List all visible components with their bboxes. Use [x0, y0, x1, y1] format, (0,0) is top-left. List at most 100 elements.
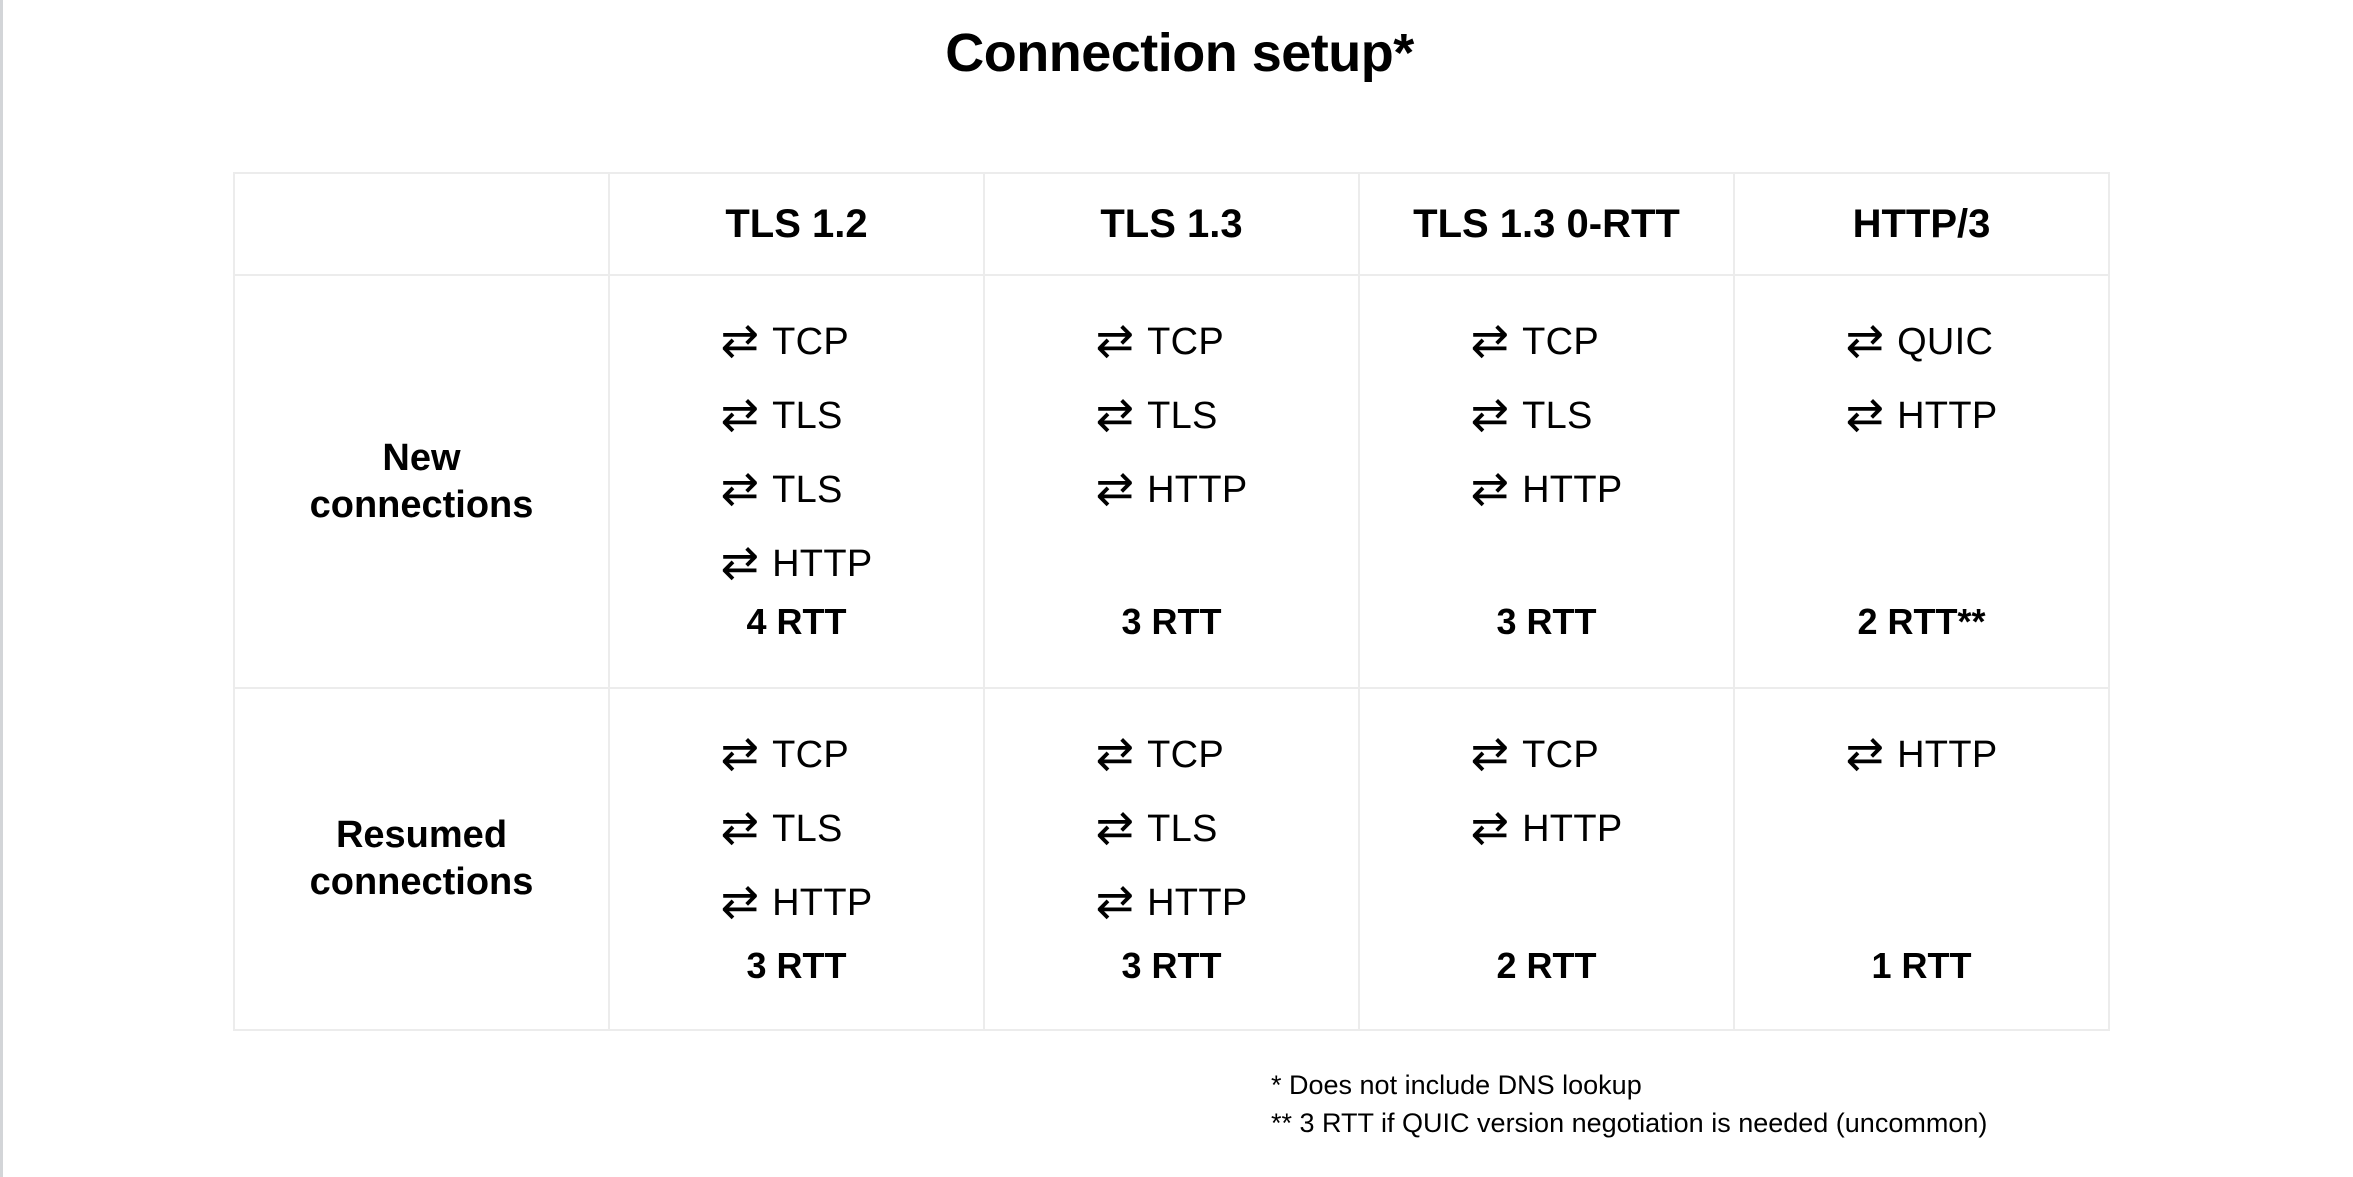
- step-item: ⇄ HTTP: [1096, 454, 1248, 526]
- step-protocol-label: HTTP: [1147, 882, 1248, 924]
- step-item: ⇄ TCP: [721, 306, 849, 378]
- step-list: ⇄ HTTP: [1846, 719, 1998, 791]
- exchange-arrow-icon: ⇄: [1845, 726, 1885, 780]
- step-item: ⇄ TLS: [1471, 380, 1593, 452]
- exchange-arrow-icon: ⇄: [720, 726, 760, 780]
- step-protocol-label: HTTP: [772, 882, 873, 924]
- step-protocol-label: TLS: [772, 395, 843, 437]
- exchange-arrow-icon: ⇄: [1095, 726, 1135, 780]
- cell-resumed-http3: ⇄ HTTP 1 RTT: [1733, 687, 2110, 1031]
- table-corner-cell: [233, 172, 610, 276]
- step-list: ⇄ TCP ⇄ HTTP: [1471, 719, 1623, 865]
- step-protocol-label: HTTP: [1522, 469, 1623, 511]
- step-protocol-label: TCP: [1147, 321, 1224, 363]
- step-item: ⇄ TLS: [721, 454, 843, 526]
- step-item: ⇄ HTTP: [721, 867, 873, 939]
- step-protocol-label: TLS: [1147, 395, 1218, 437]
- row-label-text: Resumed connections: [309, 814, 534, 903]
- rtt-total-label: 1 RTT: [1871, 945, 1972, 986]
- step-list: ⇄ TCP ⇄ TLS ⇄ HTTP: [1096, 719, 1248, 939]
- rtt-total-label: 3 RTT: [1496, 601, 1597, 642]
- column-header-http3: HTTP/3: [1733, 172, 2110, 276]
- exchange-arrow-icon: ⇄: [720, 800, 760, 854]
- footnotes: * Does not include DNS lookup ** 3 RTT i…: [1271, 1066, 1987, 1143]
- exchange-arrow-icon: ⇄: [1095, 387, 1135, 441]
- cell-new-http3: ⇄ QUIC ⇄ HTTP 2 RTT**: [1733, 274, 2110, 689]
- cell-resumed-tls13-0rtt: ⇄ TCP ⇄ HTTP 2 RTT: [1358, 687, 1735, 1031]
- row-header-resumed-connections: Resumed connections: [233, 687, 610, 1031]
- step-protocol-label: TLS: [772, 469, 843, 511]
- column-header-tls12: TLS 1.2: [608, 172, 985, 276]
- step-protocol-label: HTTP: [1522, 808, 1623, 850]
- step-protocol-label: TLS: [1147, 808, 1218, 850]
- step-protocol-label: HTTP: [1147, 469, 1248, 511]
- step-item: ⇄ TLS: [1096, 793, 1218, 865]
- row-label-text: New connections: [309, 436, 534, 526]
- step-protocol-label: TCP: [772, 321, 849, 363]
- step-item: ⇄ TCP: [1096, 306, 1224, 378]
- cell-new-tls12: ⇄ TCP ⇄ TLS ⇄ TLS: [608, 274, 985, 689]
- step-list: ⇄ QUIC ⇄ HTTP: [1846, 306, 1998, 452]
- cell-resumed-tls12: ⇄ TCP ⇄ TLS ⇄ HTTP: [608, 687, 985, 1031]
- exchange-arrow-icon: ⇄: [1095, 313, 1135, 367]
- rtt-total-label: 3 RTT: [1121, 601, 1222, 642]
- table-row-resumed-connections: Resumed connections ⇄ TCP ⇄: [233, 687, 2110, 1031]
- cell-new-tls13: ⇄ TCP ⇄ TLS ⇄ HTTP: [983, 274, 1360, 689]
- step-protocol-label: TCP: [1522, 734, 1599, 776]
- step-item: ⇄ HTTP: [1096, 867, 1248, 939]
- step-item: ⇄ TLS: [1096, 380, 1218, 452]
- footnote-double-asterisk: ** 3 RTT if QUIC version negotiation is …: [1271, 1108, 1988, 1139]
- step-item: ⇄ TLS: [721, 380, 843, 452]
- connection-setup-table-container: TLS 1.2 TLS 1.3 TLS 1.3 0-RTT HTTP/3 New…: [233, 172, 2110, 1031]
- rtt-total-label: 3 RTT: [1121, 945, 1222, 986]
- exchange-arrow-icon: ⇄: [720, 387, 760, 441]
- connection-setup-table: TLS 1.2 TLS 1.3 TLS 1.3 0-RTT HTTP/3 New…: [233, 172, 2110, 1031]
- rtt-total-label: 4 RTT: [746, 601, 847, 642]
- exchange-arrow-icon: ⇄: [1095, 800, 1135, 854]
- step-item: ⇄ HTTP: [721, 528, 873, 600]
- table-header-row: TLS 1.2 TLS 1.3 TLS 1.3 0-RTT HTTP/3: [233, 172, 2110, 276]
- column-header-tls13: TLS 1.3: [983, 172, 1360, 276]
- exchange-arrow-icon: ⇄: [720, 535, 760, 589]
- step-item: ⇄ HTTP: [1846, 380, 1998, 452]
- table-body: New connections ⇄ TCP ⇄ TL: [233, 274, 2110, 1031]
- step-protocol-label: TCP: [1522, 321, 1599, 363]
- exchange-arrow-icon: ⇄: [1095, 461, 1135, 515]
- step-item: ⇄ TCP: [1096, 719, 1224, 791]
- step-protocol-label: TLS: [772, 808, 843, 850]
- step-item: ⇄ TCP: [721, 719, 849, 791]
- step-protocol-label: TCP: [1147, 734, 1224, 776]
- step-protocol-label: TLS: [1522, 395, 1593, 437]
- exchange-arrow-icon: ⇄: [720, 461, 760, 515]
- step-item: ⇄ QUIC: [1846, 306, 1994, 378]
- exchange-arrow-icon: ⇄: [1845, 313, 1885, 367]
- exchange-arrow-icon: ⇄: [1845, 387, 1885, 441]
- exchange-arrow-icon: ⇄: [1470, 387, 1510, 441]
- table-header: TLS 1.2 TLS 1.3 TLS 1.3 0-RTT HTTP/3: [233, 172, 2110, 276]
- exchange-arrow-icon: ⇄: [1095, 874, 1135, 928]
- step-protocol-label: TCP: [772, 734, 849, 776]
- footnote-single-asterisk: * Does not include DNS lookup: [1271, 1070, 1642, 1100]
- rtt-total-label: 3 RTT: [746, 945, 847, 986]
- exchange-arrow-icon: ⇄: [1470, 461, 1510, 515]
- exchange-arrow-icon: ⇄: [1470, 313, 1510, 367]
- exchange-arrow-icon: ⇄: [720, 874, 760, 928]
- step-list: ⇄ TCP ⇄ TLS ⇄ TLS: [721, 306, 873, 600]
- step-list: ⇄ TCP ⇄ TLS ⇄ HTTP: [1096, 306, 1248, 526]
- cell-resumed-tls13: ⇄ TCP ⇄ TLS ⇄ HTTP: [983, 687, 1360, 1031]
- exchange-arrow-icon: ⇄: [720, 313, 760, 367]
- step-item: ⇄ HTTP: [1471, 454, 1623, 526]
- step-protocol-label: HTTP: [772, 543, 873, 585]
- exchange-arrow-icon: ⇄: [1470, 726, 1510, 780]
- step-item: ⇄ HTTP: [1846, 719, 1998, 791]
- page-title: Connection setup*: [945, 23, 1414, 83]
- rtt-total-label: 2 RTT**: [1857, 601, 1986, 642]
- rtt-total-label: 2 RTT: [1496, 945, 1597, 986]
- step-list: ⇄ TCP ⇄ TLS ⇄ HTTP: [1471, 306, 1623, 526]
- exchange-arrow-icon: ⇄: [1470, 800, 1510, 854]
- step-item: ⇄ TLS: [721, 793, 843, 865]
- row-header-new-connections: New connections: [233, 274, 610, 689]
- step-item: ⇄ TCP: [1471, 306, 1599, 378]
- step-item: ⇄ HTTP: [1471, 793, 1623, 865]
